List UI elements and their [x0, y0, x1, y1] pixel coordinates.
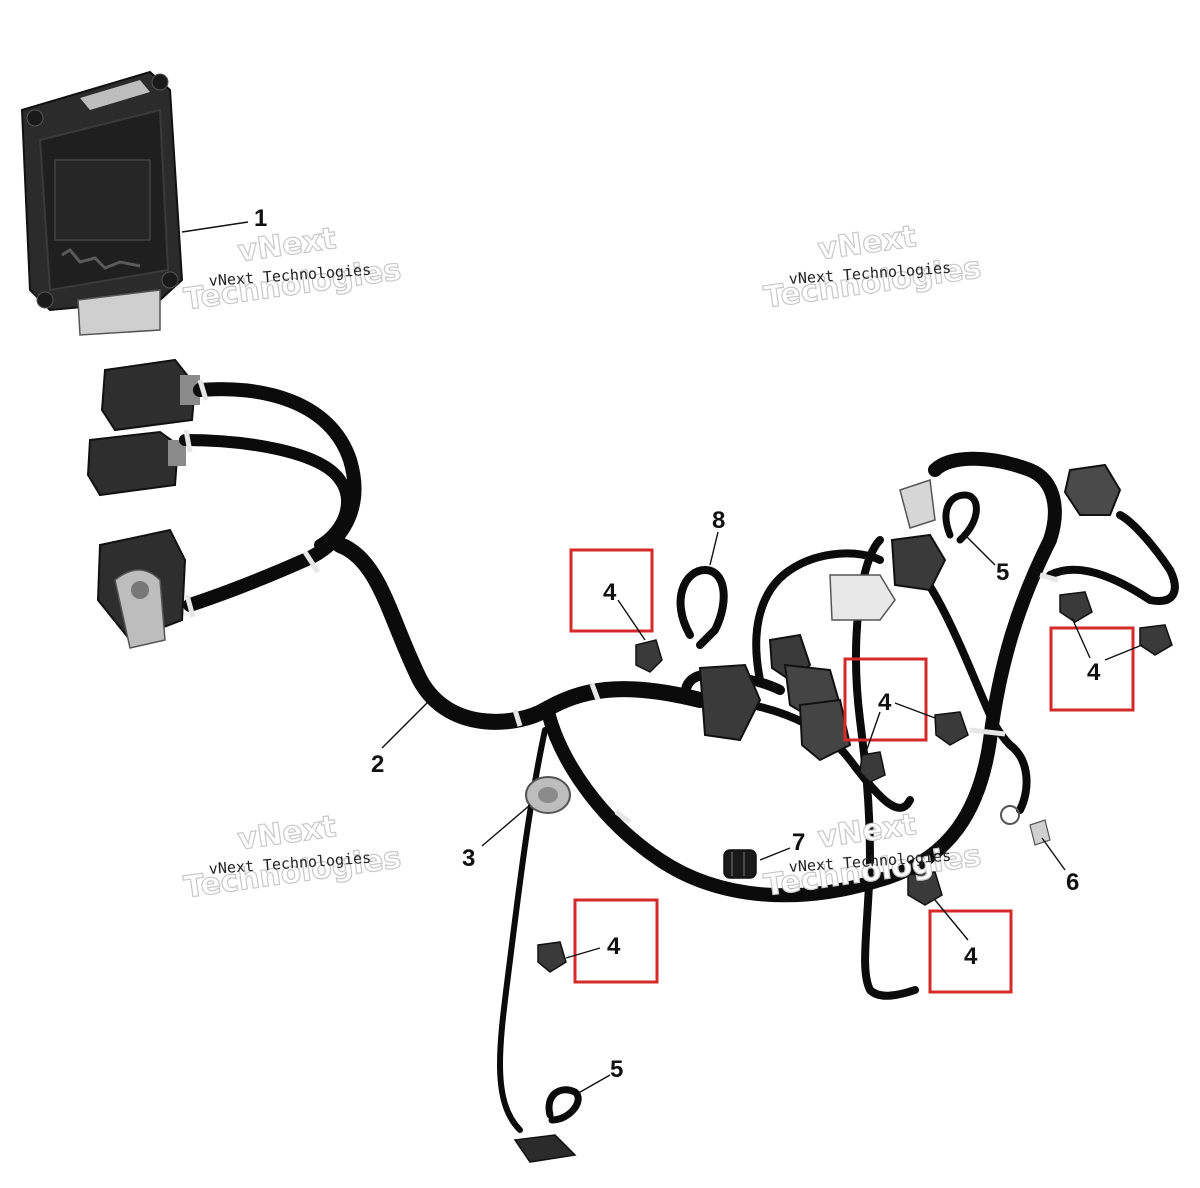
callout-4c: 4 [1087, 659, 1101, 686]
callout-1: 1 [254, 205, 267, 232]
cable-ties [513, 491, 980, 1163]
watermark-2: vNext Technologies vNext Technologies [761, 219, 984, 317]
harness-connector-middle [86, 430, 186, 497]
highlight-box-4d [573, 898, 659, 984]
highlight-boxes [569, 548, 1135, 994]
highlight-box-4c [1049, 626, 1135, 712]
callout-5b: 5 [610, 1056, 623, 1083]
leader-lines [181, 221, 1143, 1096]
harness-connector-lower [96, 528, 187, 649]
watermark-1: vNext Technologies vNext Technologies [181, 221, 404, 319]
callout-4d: 4 [607, 933, 621, 960]
clip-parts [537, 591, 1173, 973]
callout-4e: 4 [964, 943, 978, 970]
main-wiring-harness [179, 379, 1179, 1133]
callout-4b: 4 [878, 689, 892, 716]
callout-4a: 4 [603, 579, 617, 606]
sleeve [723, 849, 757, 879]
callout-2: 2 [371, 751, 384, 778]
center-connector-cluster [698, 463, 1122, 846]
callout-5a: 5 [996, 559, 1009, 586]
callout-7: 7 [792, 829, 805, 856]
highlight-box-4a [569, 548, 654, 633]
callout-3: 3 [462, 845, 475, 872]
highlight-box-4b [843, 657, 928, 742]
watermark-3: vNext Technologies vNext Technologies [181, 809, 404, 907]
strap [676, 566, 728, 649]
harness-connector-upper [100, 358, 200, 432]
callout-6: 6 [1066, 869, 1079, 896]
ecu-module [20, 70, 184, 336]
highlight-box-4e [928, 909, 1013, 994]
callout-labels: 1 2 3 4 4 4 4 4 5 5 6 7 8 [254, 205, 1101, 1083]
grommet [525, 776, 571, 814]
callout-8: 8 [712, 507, 725, 534]
